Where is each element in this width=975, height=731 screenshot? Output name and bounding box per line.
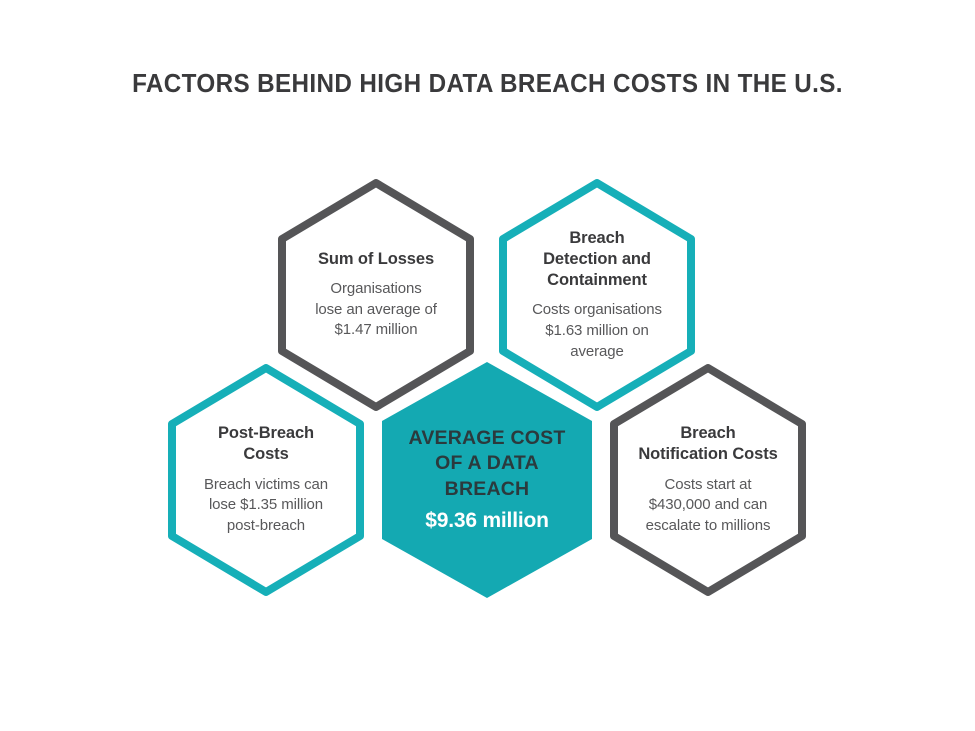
hexagon-content: AVERAGE COST OF A DATA BREACH $9.36 mill…: [382, 362, 592, 598]
hexagon-title-line: Containment: [547, 271, 647, 290]
page-title: FACTORS BEHIND HIGH DATA BREACH COSTS IN…: [132, 70, 843, 98]
hexagon-body-line: Costs organisations: [532, 301, 662, 319]
hexagon-title: AVERAGE COST OF A DATA BREACH: [409, 426, 566, 503]
hexagon-title-line: Breach: [680, 424, 736, 443]
hexagon-title: Breach Detection and Containment: [543, 228, 651, 291]
hexagon-title: Breach Notification Costs: [638, 423, 777, 465]
hexagon-sum-of-losses[interactable]: Sum of Losses Organisations lose an aver…: [271, 177, 481, 413]
hexagon-title: Post-Breach Costs: [218, 423, 314, 465]
hexagon-body-line: $1.63 million on: [545, 321, 649, 339]
hexagon-outline-shape: [168, 364, 364, 596]
hexagon-title-line: Detection and: [543, 249, 651, 268]
hexagon-title-line: Notification Costs: [638, 445, 778, 464]
hexagon-content: Breach Detection and Containment Costs o…: [492, 177, 702, 413]
hexagon-content: Post-Breach Costs Breach victims can los…: [161, 362, 371, 598]
hexagon-body-line: lose an average of: [315, 300, 437, 318]
hexagon-title-line: Costs: [243, 445, 289, 464]
hexagon-body-line: Organisations: [330, 280, 422, 298]
hexagon-body-line: $430,000 and can: [648, 496, 768, 514]
hexagon-body-line: lose $1.35 million: [208, 496, 324, 514]
hexagon-body-line: post-breach: [226, 516, 306, 534]
hexagon-body-line: Breach victims can: [203, 475, 329, 493]
hexagon-title-line: Breach: [569, 228, 625, 247]
hexagon-title-line: BREACH: [444, 478, 530, 501]
hexagon-title-line: OF A DATA: [435, 452, 539, 475]
hexagon-body: Breach victims can lose $1.35 million po…: [204, 475, 328, 537]
hexagon-outline-shape: [610, 364, 806, 596]
hexagon-outline-shape: [499, 179, 695, 411]
hexagon-breach-detection-and-containment[interactable]: Breach Detection and Containment Costs o…: [492, 177, 702, 413]
average-cost-value: $9.36 million: [425, 508, 549, 532]
hexagon-body-line: escalate to millions: [645, 516, 771, 534]
hexagon-outline-shape: [278, 179, 474, 411]
hexagon-content: Sum of Losses Organisations lose an aver…: [271, 177, 481, 413]
hexagon-body-line: average: [570, 342, 624, 360]
hexagon-content: Breach Notification Costs Costs start at…: [603, 362, 813, 598]
hexagon-body: Costs start at $430,000 and can escalate…: [646, 475, 771, 537]
hexagon-body-line: $1.47 million: [334, 321, 418, 339]
hexagon-breach-notification-costs[interactable]: Breach Notification Costs Costs start at…: [603, 362, 813, 598]
hexagon-body-line: Costs start at: [664, 475, 752, 493]
hexagon-title-line: AVERAGE COST: [408, 426, 566, 449]
hexagon-filled-shape: [382, 362, 592, 598]
hexagon-body: Organisations lose an average of $1.47 m…: [315, 279, 437, 341]
hexagon-average-cost-of-a-data-breach[interactable]: AVERAGE COST OF A DATA BREACH $9.36 mill…: [382, 362, 592, 598]
hexagon-title: Sum of Losses: [317, 249, 435, 268]
hexagon-title-line: Post-Breach: [217, 424, 315, 443]
hexagon-body: Costs organisations $1.63 million on ave…: [532, 300, 662, 362]
hexagon-post-breach-costs[interactable]: Post-Breach Costs Breach victims can los…: [161, 362, 371, 598]
